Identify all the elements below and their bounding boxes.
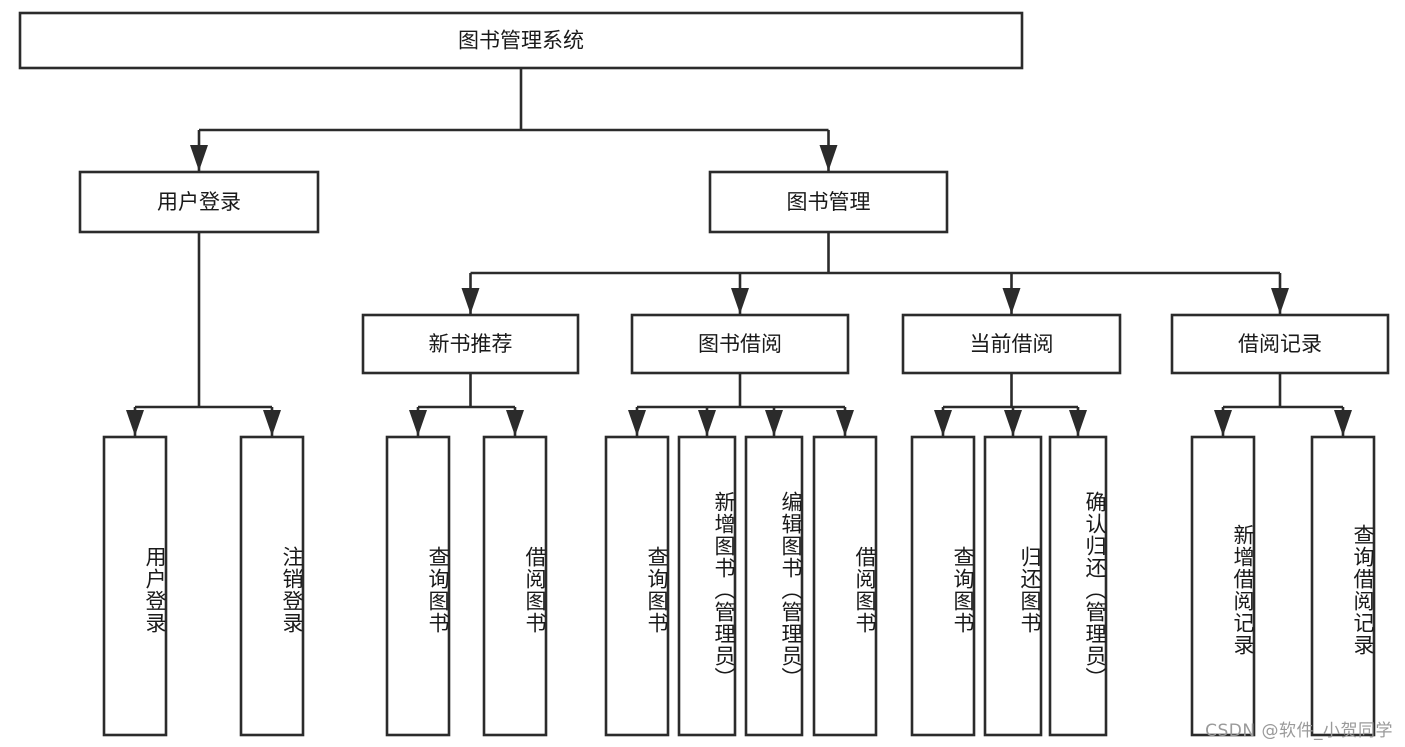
node-leaf-box-12[interactable] <box>1310 435 1376 737</box>
arrow-head-icon-borrow-records-0 <box>1214 410 1232 436</box>
node-level3-label-2: 当前借阅 <box>970 332 1054 356</box>
node-level3-box-1[interactable] <box>630 313 850 375</box>
arrow-head-icon-borrow-books-0 <box>628 410 646 436</box>
node-leaf-box-7[interactable] <box>812 435 878 737</box>
arrow-head-icon-level2-1 <box>819 145 838 171</box>
node-leaf-box-10[interactable] <box>1048 435 1108 737</box>
node-leaf-box-4[interactable] <box>604 435 670 737</box>
node-level3-box-3[interactable] <box>1170 313 1390 375</box>
arrow-head-icon-level2-0 <box>190 145 208 171</box>
connectors-layer <box>126 68 1352 436</box>
node-leaf-box-9[interactable] <box>983 435 1043 737</box>
node-leaf-box-2[interactable] <box>385 435 451 737</box>
arrow-head-icon-borrow-books-2 <box>765 410 783 436</box>
node-leaf-box-3[interactable] <box>482 435 548 737</box>
arrow-head-icon-new-books-0 <box>409 410 427 436</box>
node-leaf-box-1[interactable] <box>239 435 305 737</box>
arrow-head-icon-borrow-records-1 <box>1334 410 1352 436</box>
arrow-head-icon-current-borrow-0 <box>934 410 952 436</box>
node-leaf-box-6[interactable] <box>744 435 804 737</box>
node-leaf-box-0[interactable] <box>102 435 168 737</box>
node-root-box[interactable] <box>18 11 1024 70</box>
node-level3-box-2[interactable] <box>901 313 1122 375</box>
arrow-head-icon-level3-2 <box>1002 288 1021 314</box>
arrow-head-icon-new-books-1 <box>506 410 524 436</box>
boxes-layer <box>18 11 1390 737</box>
csdn-watermark: CSDN @软件_小贺同学 <box>1205 721 1393 741</box>
node-leaf-box-8[interactable] <box>910 435 976 737</box>
arrow-head-icon-user-login-1 <box>263 410 281 436</box>
node-level3-box-0[interactable] <box>361 313 580 375</box>
node-level3-label-3: 借阅记录 <box>1238 332 1322 356</box>
node-root-label: 图书管理系统 <box>458 29 584 53</box>
node-leaf-box-5[interactable] <box>677 435 737 737</box>
node-level3-label-0: 新书推荐 <box>429 332 513 356</box>
node-level3-label-1: 图书借阅 <box>698 332 782 356</box>
node-level2-label-1: 图书管理 <box>787 190 871 214</box>
node-level2-box-0[interactable] <box>78 170 320 234</box>
arrow-head-icon-current-borrow-2 <box>1069 410 1087 436</box>
arrow-head-icon-level3-0 <box>461 288 480 314</box>
arrow-head-icon-current-borrow-1 <box>1004 410 1022 436</box>
node-level2-box-1[interactable] <box>708 170 949 234</box>
node-leaf-box-11[interactable] <box>1190 435 1256 737</box>
arrow-head-icon-user-login-0 <box>126 410 144 436</box>
arrow-head-icon-borrow-books-3 <box>836 410 854 436</box>
arrow-head-icon-level3-1 <box>731 288 749 314</box>
arrow-head-icon-borrow-books-1 <box>698 410 716 436</box>
node-level2-label-0: 用户登录 <box>157 190 241 214</box>
arrow-head-icon-level3-3 <box>1271 288 1289 314</box>
